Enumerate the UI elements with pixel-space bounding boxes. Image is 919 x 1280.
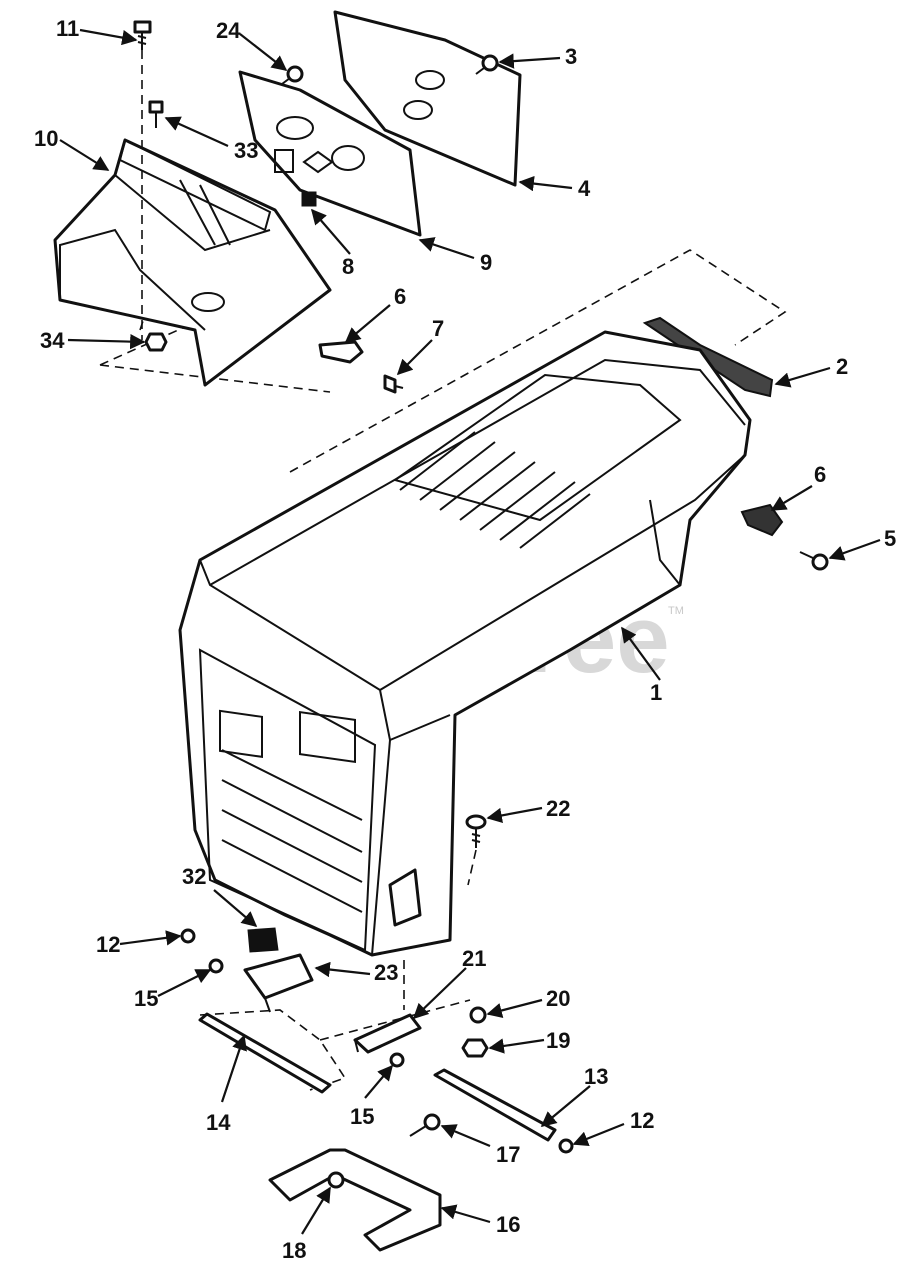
callout-20: 20 (546, 986, 570, 1011)
screw-17[interactable] (409, 1113, 441, 1137)
callout-15-right: 15 (350, 1104, 374, 1129)
screw-3[interactable] (475, 54, 499, 75)
hood[interactable] (178, 330, 752, 957)
callout-6-upper: 6 (394, 284, 406, 309)
leader-lines (59, 28, 881, 1235)
callout-18: 18 (282, 1238, 306, 1263)
hinge-bracket-left[interactable] (243, 953, 314, 1013)
washer-12-left[interactable] (180, 928, 196, 944)
callout-12-right: 12 (630, 1108, 654, 1133)
callout-33: 33 (234, 138, 258, 163)
screw-5[interactable] (799, 551, 829, 571)
callout-2: 2 (836, 354, 848, 379)
watermark-trademark: TM (668, 605, 684, 617)
callout-1: 1 (650, 680, 662, 705)
callout-13: 13 (584, 1064, 608, 1089)
nut-34[interactable] (144, 332, 168, 352)
callout-9: 9 (480, 250, 492, 275)
pin-dashed-line (199, 999, 471, 1091)
hinge-bracket-right[interactable] (353, 960, 422, 1054)
callout-4: 4 (578, 176, 591, 201)
washer-15-left[interactable] (208, 958, 224, 974)
callout-16: 16 (496, 1212, 520, 1237)
callout-12-left: 12 (96, 932, 120, 957)
washer-12-right[interactable] (558, 1138, 574, 1154)
shaft-13[interactable] (433, 1068, 557, 1142)
latch-right[interactable] (740, 503, 784, 537)
support-bracket-16[interactable] (268, 1148, 442, 1252)
washer-20[interactable] (469, 1006, 487, 1024)
callout-19: 19 (546, 1028, 570, 1053)
callout-labels: 11 24 3 10 33 4 8 9 34 6 7 2 6 5 1 22 32… (34, 16, 896, 1263)
callout-24: 24 (216, 18, 241, 43)
callout-17: 17 (496, 1142, 520, 1167)
callout-15-left: 15 (134, 986, 158, 1011)
callout-8: 8 (342, 254, 354, 279)
pin-14[interactable] (198, 1012, 332, 1094)
screw-7[interactable] (383, 374, 404, 394)
callout-6-right: 6 (814, 462, 826, 487)
washer-15-right[interactable] (389, 1052, 405, 1068)
callout-14: 14 (206, 1110, 231, 1135)
screw-33[interactable] (148, 100, 164, 128)
latch-upper[interactable] (318, 340, 364, 364)
callout-5: 5 (884, 526, 896, 551)
bumper-32[interactable] (247, 927, 279, 953)
screw-11[interactable] (133, 20, 152, 340)
screw-24[interactable] (281, 65, 304, 85)
nut-19[interactable] (461, 1038, 489, 1058)
clip-part[interactable] (301, 191, 317, 207)
cover-plate[interactable] (333, 10, 522, 187)
nut-18[interactable] (327, 1171, 345, 1189)
callout-10: 10 (34, 126, 58, 151)
callout-21: 21 (462, 946, 486, 971)
screw-22[interactable] (465, 814, 487, 886)
mounting-plate[interactable] (238, 70, 422, 237)
callout-34: 34 (40, 328, 65, 353)
callout-22: 22 (546, 796, 570, 821)
callout-11: 11 (56, 16, 79, 41)
callout-23: 23 (374, 960, 398, 985)
dash-support-bracket[interactable] (53, 138, 332, 387)
callout-7: 7 (432, 316, 444, 341)
callout-3: 3 (565, 44, 577, 69)
callout-32: 32 (182, 864, 206, 889)
